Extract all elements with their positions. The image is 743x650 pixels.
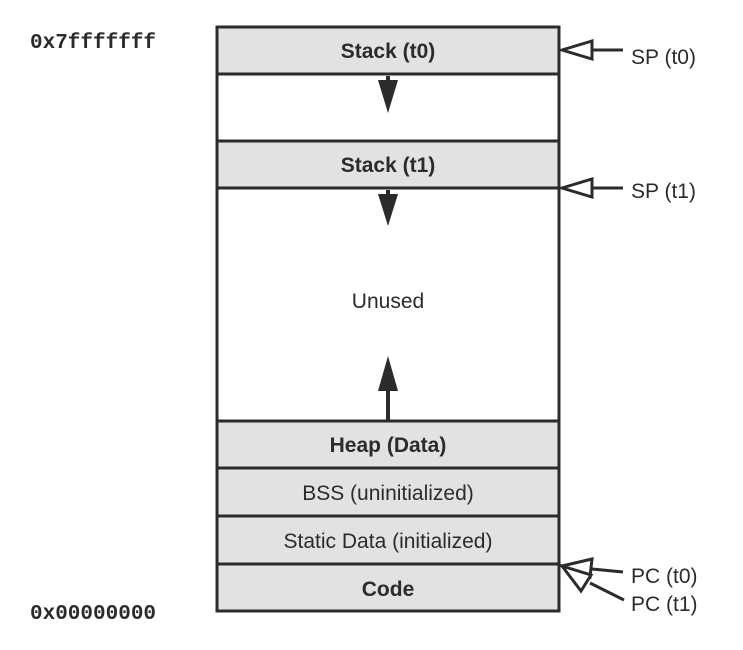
- sp-t0-label: SP (t0): [631, 46, 696, 69]
- sp-t0-pointer-arrow-icon: [556, 38, 623, 62]
- heap-label: Heap (Data): [330, 434, 447, 457]
- address-top-label: 0x7fffffff: [30, 32, 156, 55]
- stack-t1-segment: Stack (t1): [215, 139, 561, 190]
- stack-t1-label: Stack (t1): [341, 154, 436, 177]
- stack-t0-growth-arrow-icon: [378, 76, 398, 113]
- bss-segment: BSS (uninitialized): [215, 466, 561, 518]
- address-bottom-label: 0x00000000: [30, 603, 156, 626]
- code-label: Code: [362, 578, 415, 601]
- stack-t0-segment: Stack (t0): [215, 25, 561, 76]
- bss-label: BSS (uninitialized): [302, 482, 474, 505]
- stack-t0-label: Stack (t0): [341, 40, 436, 63]
- code-segment: Code: [215, 562, 561, 613]
- heap-segment: Heap (Data): [215, 419, 561, 470]
- stack-t1-growth-arrow-icon: [378, 190, 398, 226]
- sp-t1-label: SP (t1): [631, 180, 696, 203]
- unused-label: Unused: [352, 290, 424, 313]
- static-data-label: Static Data (initialized): [284, 530, 493, 553]
- sp-t1-pointer-arrow-icon: [556, 176, 623, 200]
- heap-growth-arrow-icon: [378, 356, 398, 420]
- static-data-segment: Static Data (initialized): [215, 514, 561, 566]
- pc-t1-pointer-arrow-icon: [557, 563, 625, 602]
- pc-t0-label: PC (t0): [631, 565, 698, 588]
- pc-t1-label: PC (t1): [631, 593, 698, 616]
